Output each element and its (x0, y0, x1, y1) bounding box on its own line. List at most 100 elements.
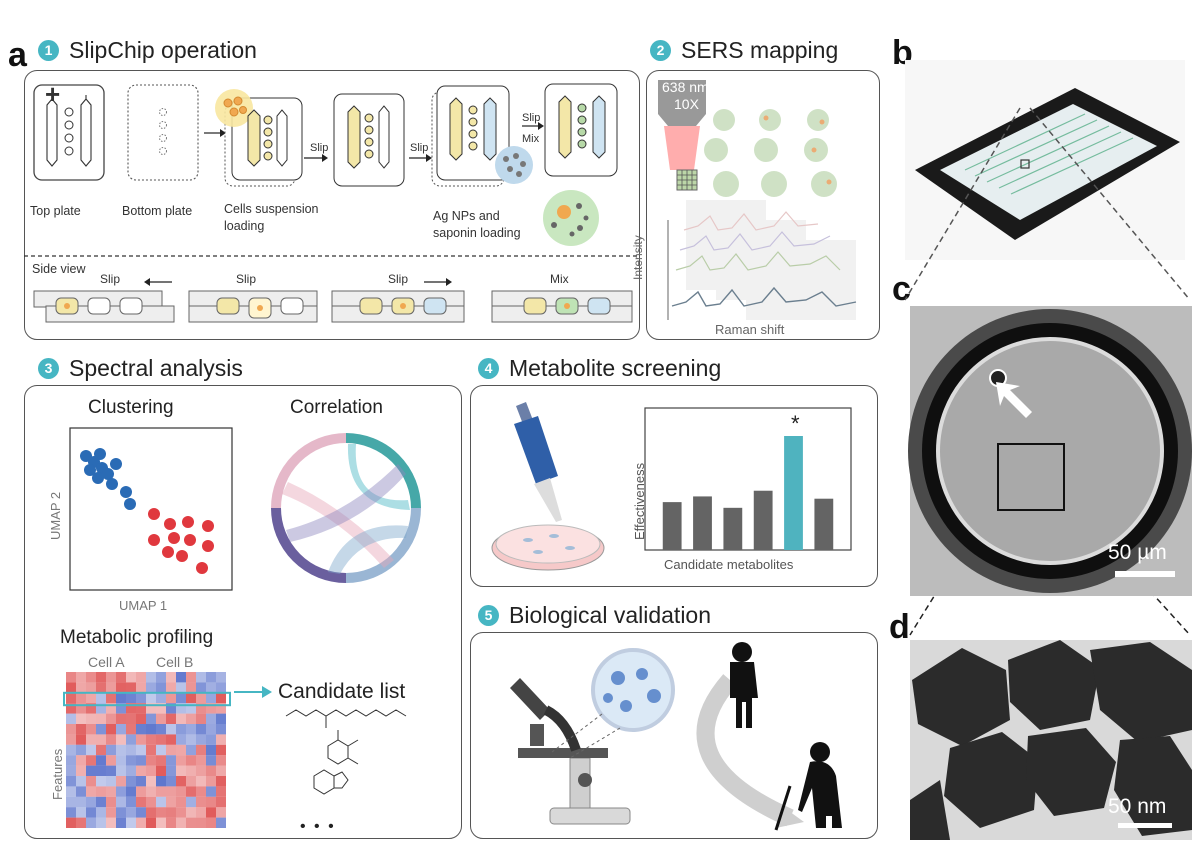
bar-3 (723, 507, 743, 550)
heatmap-cell (166, 786, 176, 797)
section-label: SlipChip operation (69, 37, 257, 63)
slipchip-diagram (24, 83, 638, 323)
heatmap-cell (196, 682, 206, 693)
heatmap-cell (76, 776, 86, 787)
heatmap-cell (206, 672, 216, 683)
heatmap-cell (116, 796, 126, 808)
heatmap-cell (116, 672, 126, 683)
heatmap-cell (196, 713, 206, 724)
heatmap-cell (166, 765, 176, 776)
heatmap-cell (166, 734, 176, 745)
heatmap-cell (176, 807, 186, 818)
cells-loading-label-2: loading (224, 219, 265, 233)
heatmap-cell (166, 724, 176, 735)
heatmap-cell (126, 734, 136, 745)
heatmap-cell (196, 786, 206, 797)
heatmap-cell (126, 786, 136, 797)
heatmap-cell (176, 734, 186, 745)
heatmap-cell (126, 776, 136, 787)
chord-diagram (271, 433, 421, 583)
heatmap-cell (86, 744, 96, 756)
step-badge: 3 (38, 358, 59, 379)
heatmap-cell (156, 734, 166, 745)
heatmap-cell (126, 807, 136, 818)
ellipsis: • • • (300, 818, 336, 835)
heatmap-cell (146, 713, 156, 724)
heatmap-cell (136, 672, 146, 683)
heatmap-cell (136, 817, 146, 828)
heatmap-cell (126, 682, 136, 693)
heatmap-cell (76, 765, 86, 776)
ag-loading-label-1: Ag NPs and (433, 209, 500, 223)
heatmap-cell (216, 692, 226, 704)
heatmap-cell (206, 724, 216, 735)
heatmap-cell (76, 713, 86, 724)
sers-diagram (658, 80, 857, 320)
heatmap-cell (86, 755, 96, 766)
panel-label-d: d (889, 608, 910, 646)
mix-label-1: Mix (522, 133, 540, 145)
heatmap-cell (186, 786, 196, 797)
heatmap-cell (86, 807, 96, 818)
heatmap-cell (66, 817, 76, 828)
heatmap-cell (206, 682, 216, 693)
bar-2 (693, 496, 712, 550)
heatmap-cell (136, 765, 146, 776)
objective-label: 10X (674, 96, 699, 112)
heatmap-cell (176, 682, 186, 693)
heatmap-cell (106, 713, 116, 724)
heatmap-cell (146, 692, 156, 704)
heatmap-cell (166, 744, 176, 756)
heatmap-cell (156, 765, 166, 776)
heatmap-cell (166, 796, 176, 808)
heatmap-cell (206, 765, 216, 776)
heatmap-cell (86, 734, 96, 745)
heatmap-cell (126, 713, 136, 724)
selected-feature-highlight (63, 691, 231, 707)
heatmap-cell (126, 817, 136, 828)
heatmap-cell (136, 786, 146, 797)
heatmap-cell (106, 807, 116, 818)
heatmap-cell (216, 755, 226, 766)
heatmap-cell (176, 765, 186, 776)
heatmap-cell (76, 682, 86, 693)
heatmap-cell (216, 724, 226, 735)
heatmap-cell (86, 682, 96, 693)
heatmap-cell (96, 744, 106, 756)
heatmap-cell (216, 682, 226, 693)
heatmap-cell (126, 765, 136, 776)
plus-sign: + (45, 79, 61, 109)
heatmap-cell (206, 776, 216, 787)
heatmap-cell (86, 713, 96, 724)
heatmap-cell (176, 724, 186, 735)
heatmap-cell (146, 755, 156, 766)
heatmap-cell (76, 807, 86, 818)
heatmap-cell (126, 672, 136, 683)
bar-5 (784, 436, 803, 550)
heatmap-cell (176, 692, 186, 704)
cell-a-label: Cell A (88, 654, 125, 670)
heatmap-cell (196, 734, 206, 745)
heatmap-cell (206, 796, 216, 808)
heatmap-cell (186, 692, 196, 704)
clustering-title: Clustering (88, 397, 174, 418)
heatmap-cell (96, 703, 106, 714)
heatmap-cell (66, 692, 76, 704)
heatmap-cell (86, 724, 96, 735)
section-label: Metabolite screening (509, 355, 722, 381)
heatmap-cell (206, 817, 216, 828)
top-plate-label: Top plate (30, 204, 81, 218)
heatmap-cell (156, 672, 166, 683)
heatmap-cell (76, 817, 86, 828)
side-step-1: Slip (100, 272, 121, 286)
heatmap-cell (146, 765, 156, 776)
heatmap-cell (96, 692, 106, 704)
heatmap-cell (186, 734, 196, 745)
heatmap-cell (216, 744, 226, 756)
heatmap-cell (196, 724, 206, 735)
heatmap-cell (116, 724, 126, 735)
heatmap-cell (106, 765, 116, 776)
cell-b-label: Cell B (156, 654, 194, 670)
heatmap-cell (136, 796, 146, 808)
